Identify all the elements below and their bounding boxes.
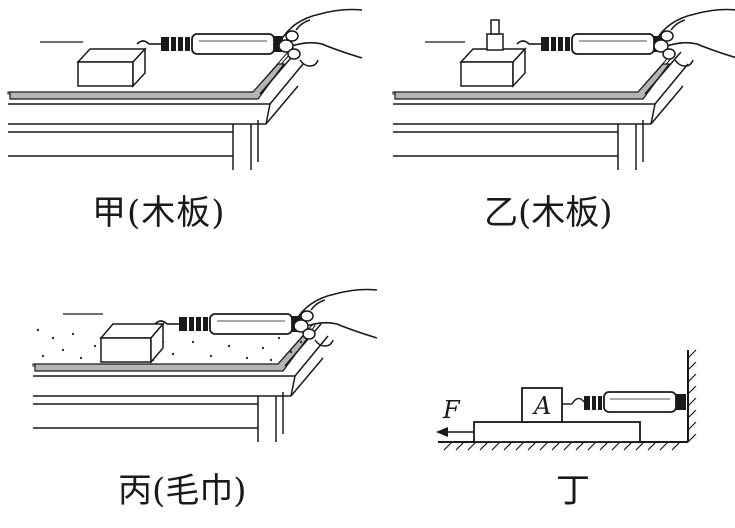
force-label: F — [442, 396, 461, 424]
spring-scale-icon — [136, 33, 284, 55]
board — [473, 421, 641, 443]
panel-ding: A F — [436, 349, 697, 451]
wall-hatch-icon — [687, 349, 697, 443]
spring-scale-icon — [154, 313, 302, 335]
panel-bing — [32, 288, 378, 443]
caption-yi: 乙(木板) — [484, 193, 613, 233]
wood-block — [76, 47, 147, 88]
wood-block — [99, 321, 165, 365]
wood-block — [459, 47, 527, 88]
hand-icon — [653, 8, 735, 67]
block-a — [521, 387, 563, 423]
weight-icon — [486, 19, 504, 51]
hand-icon — [278, 8, 363, 67]
caption-ding: 丁 — [556, 471, 590, 511]
spring-scale-icon — [516, 33, 664, 55]
spring-scale-icon — [584, 391, 686, 413]
panel-yi — [392, 8, 735, 171]
arrow-left-icon — [436, 427, 474, 437]
caption-jia: 甲(木板) — [92, 193, 226, 233]
panel-jia — [7, 8, 363, 171]
block-a-label: A — [532, 392, 551, 420]
ground-hatch-icon — [443, 441, 681, 451]
hand-icon — [293, 288, 378, 347]
caption-bing: 丙(毛巾) — [118, 471, 247, 511]
